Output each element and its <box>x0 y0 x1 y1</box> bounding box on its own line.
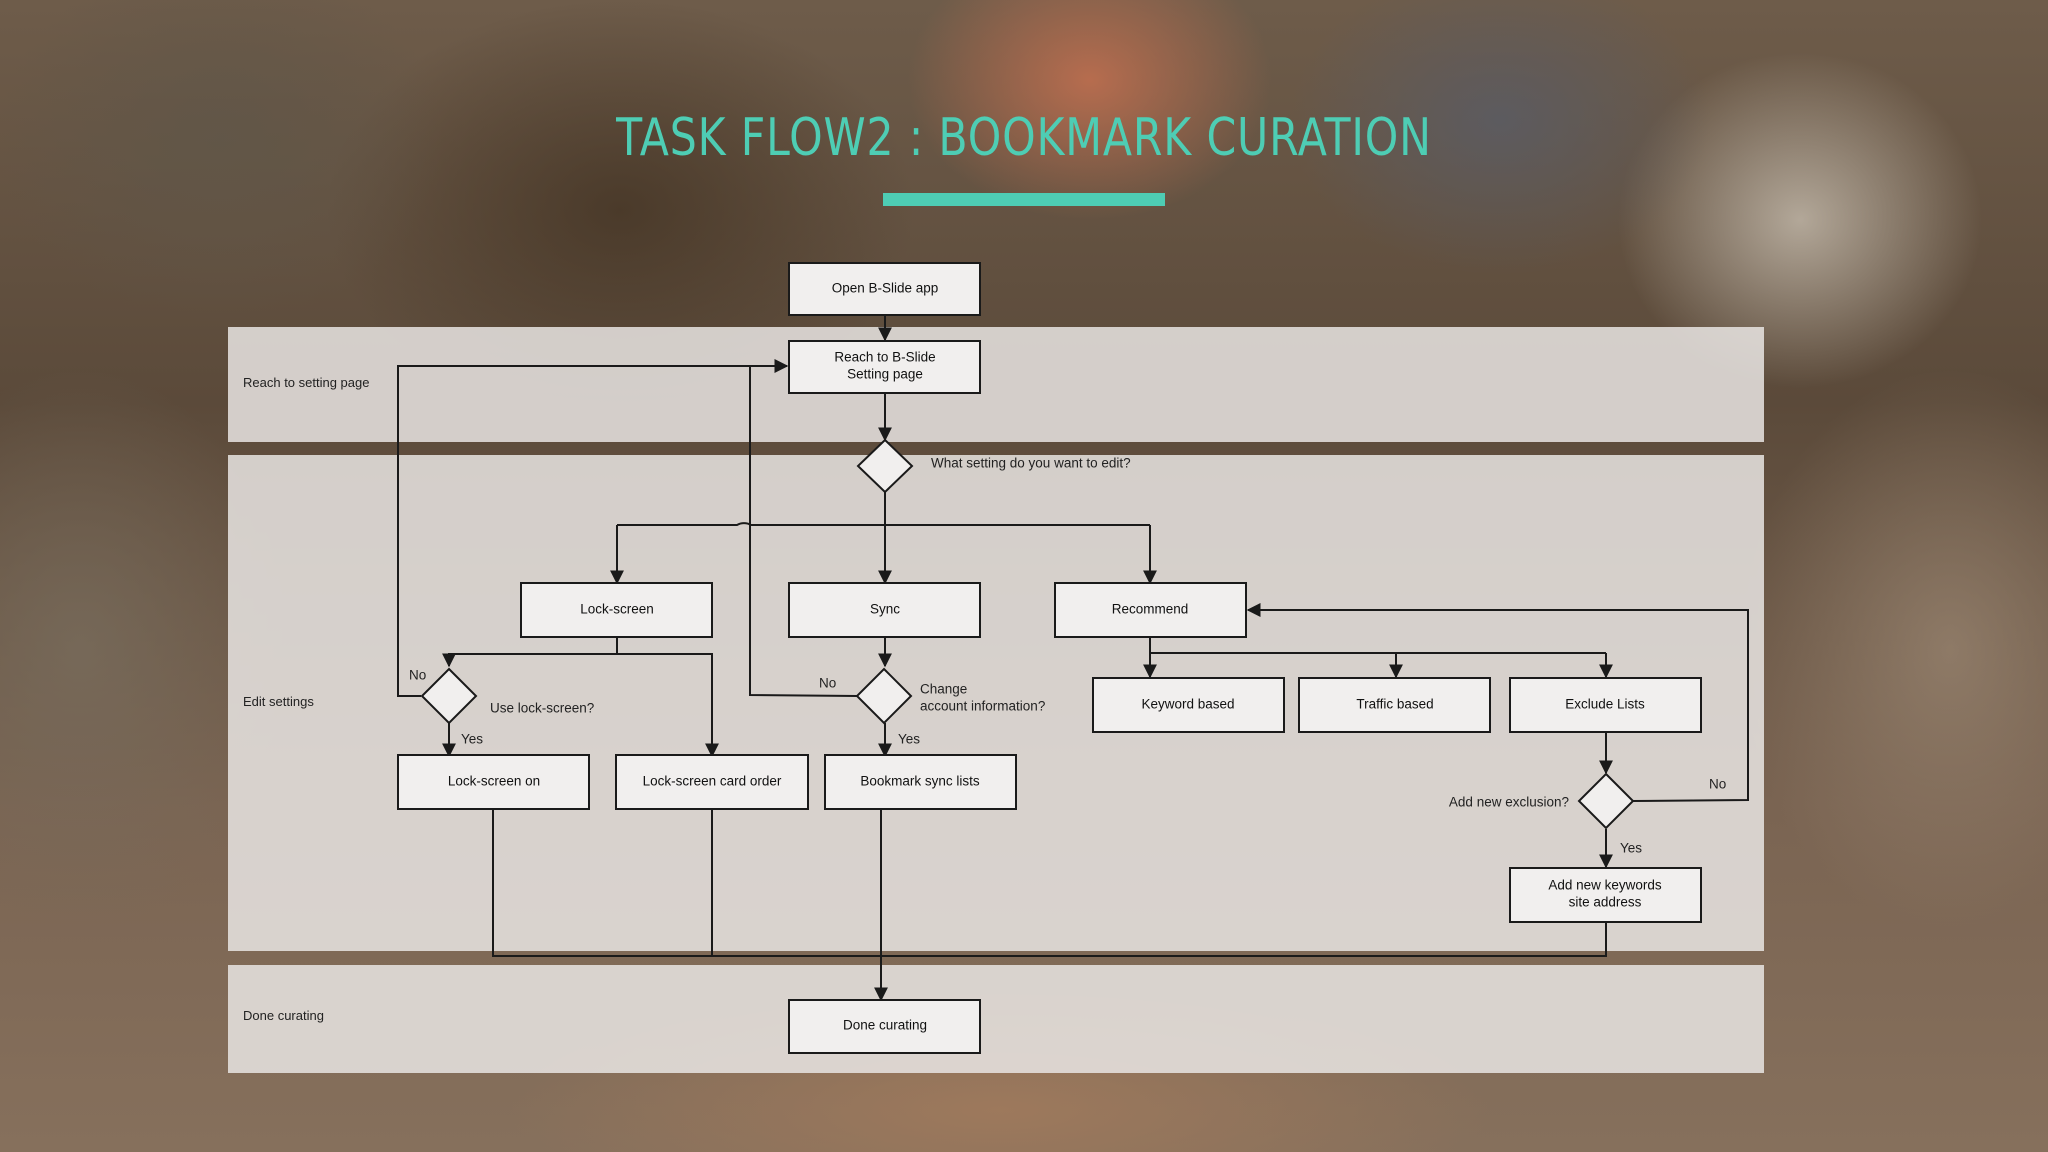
decision-what-setting <box>858 440 912 492</box>
node-reach-setting-label-1: Reach to B-Slide <box>834 350 935 365</box>
node-lock-screen-label: Lock-screen <box>580 602 654 617</box>
edge-use-no-loop <box>398 366 787 696</box>
edge-merge-bottom <box>493 809 1606 956</box>
node-add-keywords-label-2: site address <box>1569 895 1642 910</box>
edge-label-exclusion-no: No <box>1709 777 1726 792</box>
node-sync-label: Sync <box>870 602 900 617</box>
node-traffic-based-label: Traffic based <box>1356 697 1433 712</box>
decision-change-account <box>857 669 911 723</box>
decision-add-exclusion <box>1579 774 1633 828</box>
node-recommend-label: Recommend <box>1112 602 1189 617</box>
edge-label-exclusion-yes: Yes <box>1620 841 1642 856</box>
edge-branch-horizontal <box>617 523 1150 525</box>
decision-use-lock-screen-label: Use lock-screen? <box>490 701 594 716</box>
edge-label-change-no: No <box>819 676 836 691</box>
node-bookmark-sync-label: Bookmark sync lists <box>860 774 980 789</box>
decision-what-setting-label: What setting do you want to edit? <box>931 456 1131 471</box>
edge-recommend-branch <box>1150 638 1606 653</box>
node-exclude-lists-label: Exclude Lists <box>1565 697 1645 712</box>
node-lock-screen-on-label: Lock-screen on <box>448 774 540 789</box>
decision-change-account-label-2: account information? <box>920 699 1045 714</box>
node-done-curating-label: Done curating <box>843 1018 927 1033</box>
edge-label-use-yes: Yes <box>461 732 483 747</box>
edge-label-use-no: No <box>409 668 426 683</box>
edge-lock-to-card-order <box>617 654 712 756</box>
edge-label-change-yes: Yes <box>898 732 920 747</box>
node-card-order-label: Lock-screen card order <box>643 774 782 789</box>
edge-change-no-loop <box>750 366 857 696</box>
decision-use-lock-screen <box>422 669 476 723</box>
decision-change-account-label-1: Change <box>920 682 967 697</box>
node-reach-setting-label-2: Setting page <box>847 367 923 382</box>
node-add-keywords-label-1: Add new keywords <box>1548 878 1662 893</box>
decision-add-exclusion-label: Add new exclusion? <box>1449 795 1569 810</box>
node-keyword-based-label: Keyword based <box>1141 697 1234 712</box>
edge-lock-to-use-decision <box>449 638 617 666</box>
node-open-app-label: Open B-Slide app <box>832 281 939 296</box>
